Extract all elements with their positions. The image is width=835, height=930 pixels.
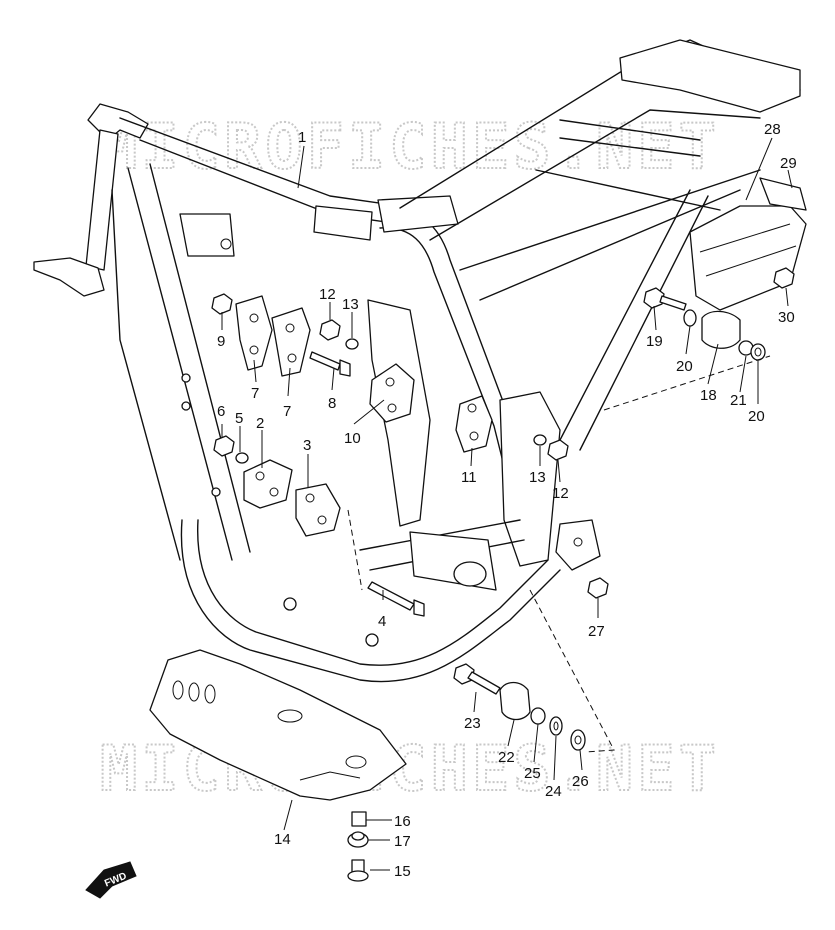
collar-16[interactable]: [351, 811, 367, 827]
collar-25[interactable]: [530, 707, 546, 725]
engine-mount-bracket-2[interactable]: [243, 459, 293, 509]
leader-lines: [221, 137, 793, 871]
engine-mount-plate-10[interactable]: [369, 363, 415, 423]
callout-30: 30: [778, 309, 795, 326]
callout-13b: 13: [529, 469, 546, 486]
callout-13a: 13: [342, 296, 359, 313]
callout-4: 4: [378, 613, 386, 630]
washer-26[interactable]: [570, 729, 586, 751]
nut-6[interactable]: [213, 435, 235, 457]
nut-12-lower[interactable]: [547, 439, 569, 461]
engine-mount-plate-11[interactable]: [455, 395, 493, 453]
callout-10: 10: [344, 430, 361, 447]
washer-13-lower[interactable]: [533, 434, 547, 446]
callout-28: 28: [764, 121, 781, 138]
callout-3: 3: [303, 437, 311, 454]
callout-5: 5: [235, 410, 243, 427]
callout-27: 27: [588, 623, 605, 640]
washer-20-left[interactable]: [683, 309, 697, 327]
washer-20-right[interactable]: [750, 343, 766, 361]
cover-29[interactable]: [759, 177, 807, 211]
callout-7a: 7: [251, 385, 259, 402]
callout-20a: 20: [676, 358, 693, 375]
callout-17: 17: [394, 833, 411, 850]
engine-mount-plate-right-upper[interactable]: [271, 307, 311, 377]
callout-22: 22: [498, 749, 515, 766]
callout-12a: 12: [319, 286, 336, 303]
callout-26: 26: [572, 773, 589, 790]
callout-8: 8: [328, 395, 336, 412]
nut-12-upper[interactable]: [319, 319, 341, 341]
callout-1: 1: [298, 129, 306, 146]
callout-25: 25: [524, 765, 541, 782]
skid-plate[interactable]: [149, 649, 407, 801]
bolt-23[interactable]: [453, 663, 501, 695]
callout-12b: 12: [552, 485, 569, 502]
engine-mount-bracket-3[interactable]: [295, 483, 341, 537]
callout-15: 15: [394, 863, 411, 880]
callout-6: 6: [217, 403, 225, 420]
damper-22[interactable]: [499, 681, 531, 721]
engine-mount-plate-left-upper[interactable]: [235, 295, 273, 371]
callout-2: 2: [256, 415, 264, 432]
watermark-top: MICROFICHES.NET: [100, 110, 720, 183]
callout-20b: 20: [748, 408, 765, 425]
nut-9[interactable]: [211, 293, 233, 315]
callout-18: 18: [700, 387, 717, 404]
callout-14: 14: [274, 831, 291, 848]
grommet-17[interactable]: [347, 831, 369, 848]
bolt-4[interactable]: [367, 581, 425, 617]
callout-11: 11: [461, 469, 477, 486]
bolt-15[interactable]: [347, 859, 369, 882]
callout-23: 23: [464, 715, 481, 732]
callout-7b: 7: [283, 403, 291, 420]
battery-box-28[interactable]: [689, 205, 807, 311]
callout-24: 24: [545, 783, 562, 800]
bolt-30[interactable]: [773, 267, 795, 289]
callout-19: 19: [646, 333, 663, 350]
callout-9: 9: [217, 333, 225, 350]
washer-13-upper[interactable]: [345, 338, 359, 350]
forward-arrow-icon: FWD: [85, 861, 137, 899]
washer-5[interactable]: [235, 452, 249, 464]
bolt-27[interactable]: [587, 577, 609, 599]
callout-29: 29: [780, 155, 797, 172]
callout-21: 21: [730, 392, 747, 409]
bolt-8[interactable]: [309, 351, 351, 377]
bolt-19[interactable]: [643, 287, 687, 311]
damper-18[interactable]: [701, 310, 741, 349]
callout-16: 16: [394, 813, 411, 830]
washer-24[interactable]: [549, 716, 563, 736]
